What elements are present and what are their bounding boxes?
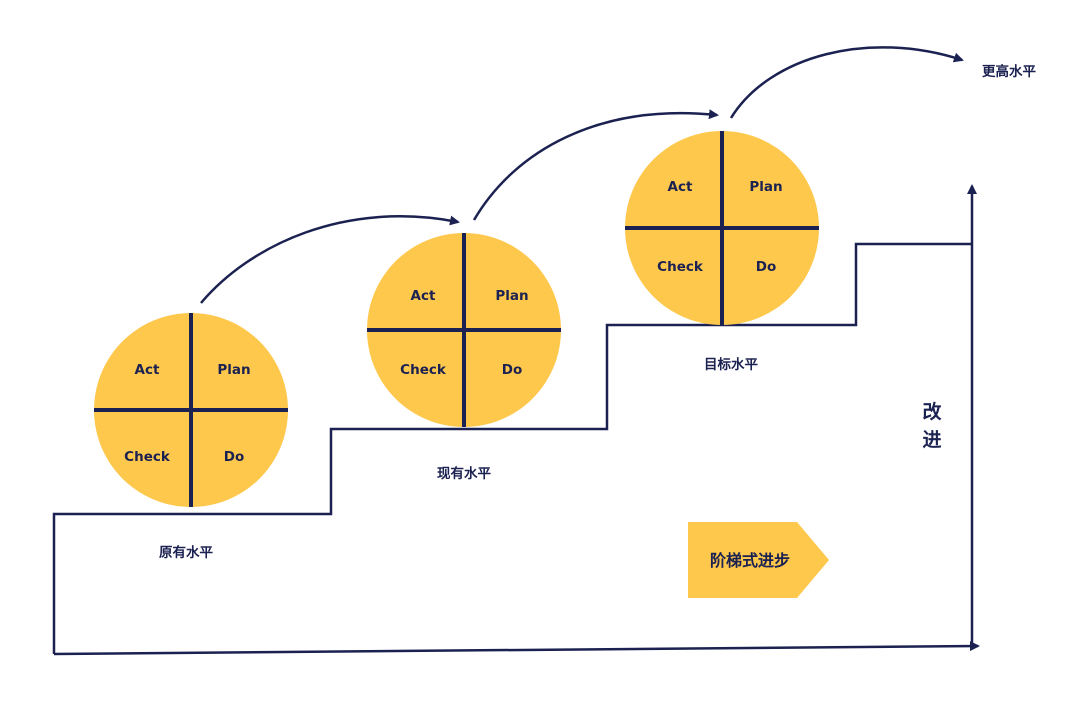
improvement-arrow-3 (729, 46, 964, 119)
level-label-higher: 更高水平 (982, 63, 1036, 80)
banner-arrow-shape (688, 522, 829, 598)
quadrant-check-label: Check (657, 259, 704, 275)
quadrant-do-label: Do (756, 259, 776, 275)
axis-label-improve-char-1: 改 (922, 400, 942, 423)
improvement-arrow-1 (200, 215, 460, 304)
pdca-cycle-1: Act Plan Check Do (94, 313, 288, 507)
level-label-target: 目标水平 (704, 356, 758, 373)
level-label-current: 现有水平 (437, 465, 491, 482)
step-progress-banner: 阶梯式进步 (688, 522, 829, 598)
improvement-arrow-2 (472, 109, 719, 221)
quadrant-plan-label: Plan (217, 362, 250, 378)
pdca-cycle-2: Act Plan Check Do (367, 233, 561, 427)
quadrant-check-label: Check (124, 449, 171, 465)
quadrant-do-label: Do (224, 449, 244, 465)
axis-label-improve-char-2: 进 (922, 429, 941, 451)
quadrant-plan-label: Plan (749, 179, 782, 195)
quadrant-act-label: Act (411, 288, 436, 304)
banner-label: 阶梯式进步 (710, 551, 790, 570)
x-axis-arrow (53, 641, 980, 656)
quadrant-check-label: Check (400, 362, 447, 378)
level-label-original: 原有水平 (159, 544, 213, 561)
staircase-line (52, 242, 972, 654)
pdca-cycle-3: Act Plan Check Do (625, 131, 819, 325)
quadrant-do-label: Do (502, 362, 522, 378)
quadrant-act-label: Act (668, 179, 693, 195)
quadrant-plan-label: Plan (495, 288, 528, 304)
quadrant-act-label: Act (135, 362, 160, 378)
